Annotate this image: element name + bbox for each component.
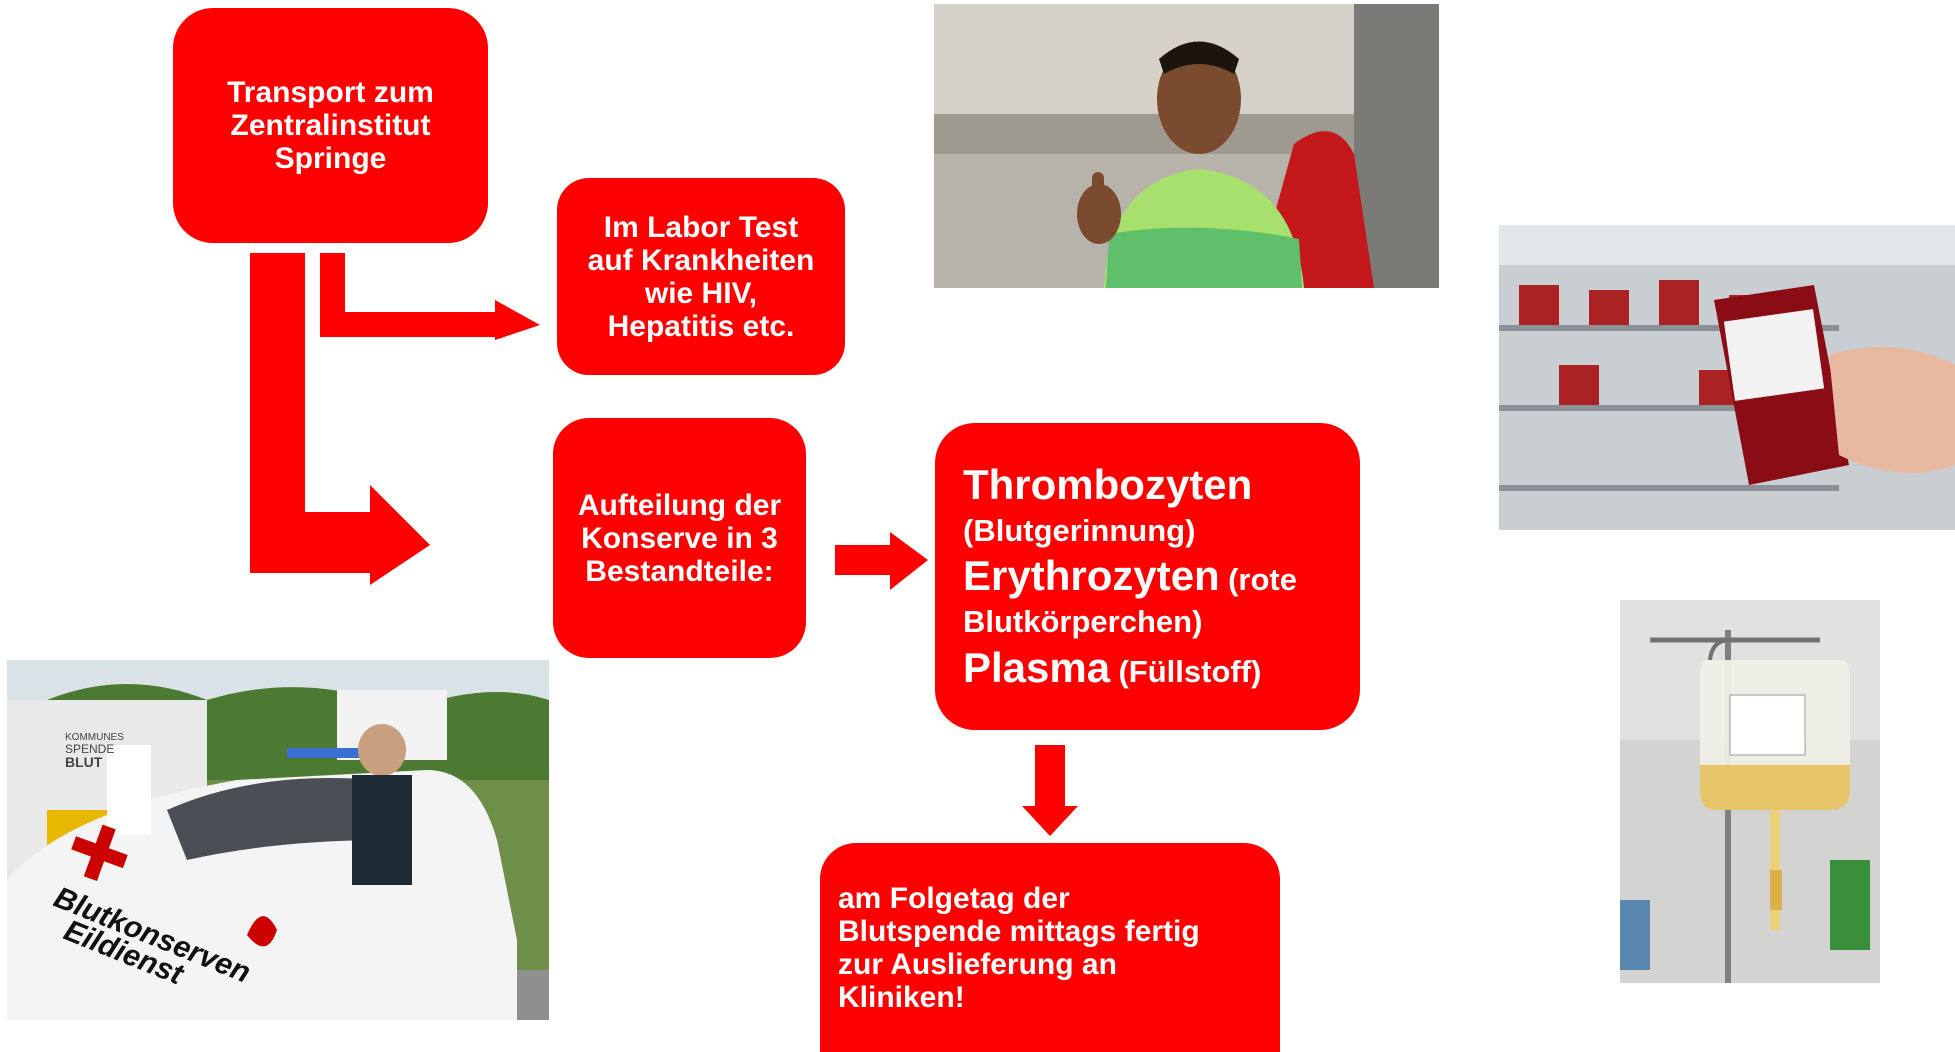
product-note: Blutkörperchen) [963,603,1202,642]
folgetag-line: zur Auslieferung an [838,947,1117,981]
aufteilung-line: Bestandteile: [585,554,774,588]
folgetag-line: Kliniken! [838,980,965,1014]
product-note-text: (rote [1228,562,1297,598]
car-sign-2: SPENDE [65,742,114,756]
aufteilung-line: Konserve in 3 [581,521,778,555]
arrow-to-aufteilung [250,253,430,585]
product-name: Plasma [963,643,1111,691]
folgetag-box: am Folgetag der Blutspende mittags ferti… [820,843,1280,1052]
product-thrombozyten: Thrombozyten [963,459,1252,512]
blood-storage-photo [1499,225,1955,530]
product-name: Erythrozyten [963,552,1220,600]
plasma-bag-photo [1620,600,1880,983]
product-erythrozyten: Erythrozyten (rote [963,550,1297,603]
product-note: (Blutgerinnung) [963,512,1195,551]
aufteilung-box: Aufteilung der Konserve in 3 Bestandteil… [553,418,806,658]
transport-line: Zentralinstitut [230,109,431,142]
product-note-text: (Füllstoff) [1118,653,1262,689]
arrow-to-labor [320,253,540,340]
arrow-to-products [835,532,928,590]
product-note-text: Blutkörperchen) [963,603,1203,639]
donor-photo [934,4,1439,288]
labor-line: auf Krankheiten [587,243,815,277]
product-note-text: (Blutgerinnung) [963,512,1196,548]
arrow-to-folgetag [1022,745,1078,836]
labor-line: Hepatitis etc. [607,309,795,343]
labor-line: wie HIV, [644,276,758,310]
folgetag-line: Blutspende mittags fertig [838,914,1200,948]
transport-box: Transport zum Zentralinstitut Springe [173,8,488,243]
delivery-car-photo: Blutkonserven Eildienst KOMMUNES SPENDE … [7,660,549,1020]
product-name: Thrombozyten [963,461,1253,508]
products-box: Thrombozyten (Blutgerinnung) Erythrozyte… [935,423,1360,730]
folgetag-line: am Folgetag der [838,881,1070,915]
car-sign-3: BLUT [65,754,103,770]
transport-line: Transport zum [227,76,434,109]
labor-box: Im Labor Test auf Krankheiten wie HIV, H… [557,178,845,375]
product-plasma: Plasma (Füllstoff) [963,642,1261,695]
car-sign-1: KOMMUNES [65,732,124,743]
labor-line: Im Labor Test [603,210,799,244]
transport-line: Springe [274,142,387,175]
aufteilung-line: Aufteilung der [577,488,782,522]
